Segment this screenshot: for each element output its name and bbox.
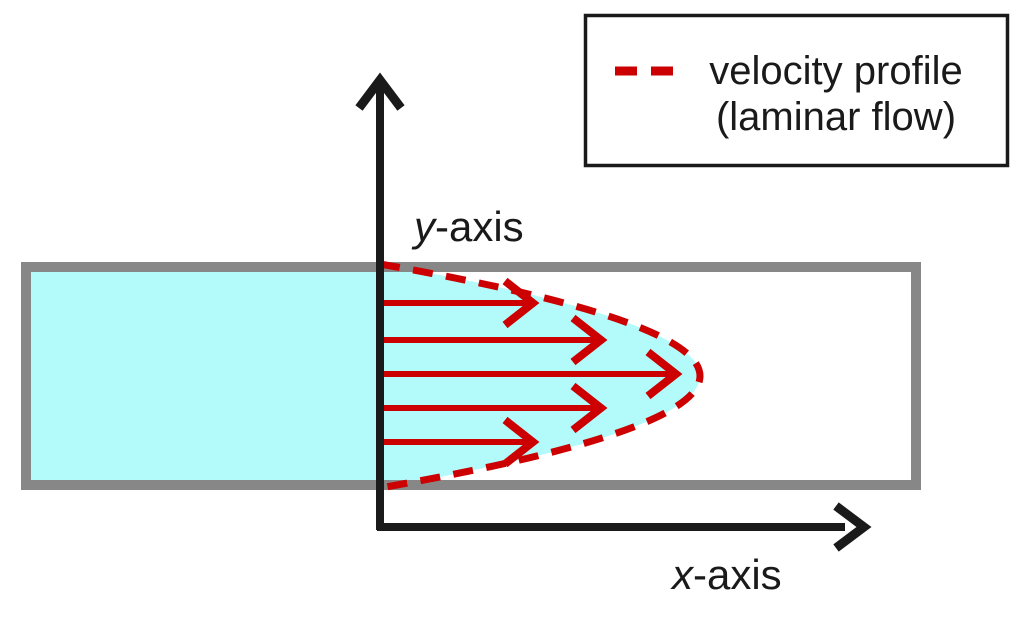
- velocity-profile-curve: [379, 260, 704, 492]
- legend: velocity profile (laminar flow): [583, 13, 1010, 168]
- x-axis-variable: x: [670, 551, 695, 598]
- y-axis-label: y-axis: [411, 203, 524, 250]
- velocity-arrow-head-icon: [502, 277, 540, 329]
- velocity-arrow-head-icon: [570, 382, 608, 434]
- x-axis: [377, 502, 872, 552]
- y-axis: [355, 72, 405, 530]
- velocity-arrow-head-icon: [570, 314, 608, 366]
- pipe-wall: [21, 262, 921, 490]
- velocity-arrow-head-icon: [502, 416, 540, 468]
- y-axis-arrowhead-icon: [355, 72, 405, 111]
- fluid-region: [31, 264, 700, 488]
- legend-label-line1: velocity profile: [709, 49, 962, 93]
- velocity-arrows: [380, 277, 683, 468]
- legend-box: [583, 13, 1010, 168]
- y-axis-label-rest: -axis: [435, 203, 524, 250]
- velocity-arrow-head-icon: [645, 348, 683, 400]
- x-axis-label-rest: -axis: [693, 551, 782, 598]
- x-axis-arrowhead-icon: [833, 502, 872, 552]
- x-axis-label: x-axis: [670, 551, 782, 598]
- legend-label-line2: (laminar flow): [716, 95, 956, 139]
- y-axis-variable: y: [411, 203, 438, 250]
